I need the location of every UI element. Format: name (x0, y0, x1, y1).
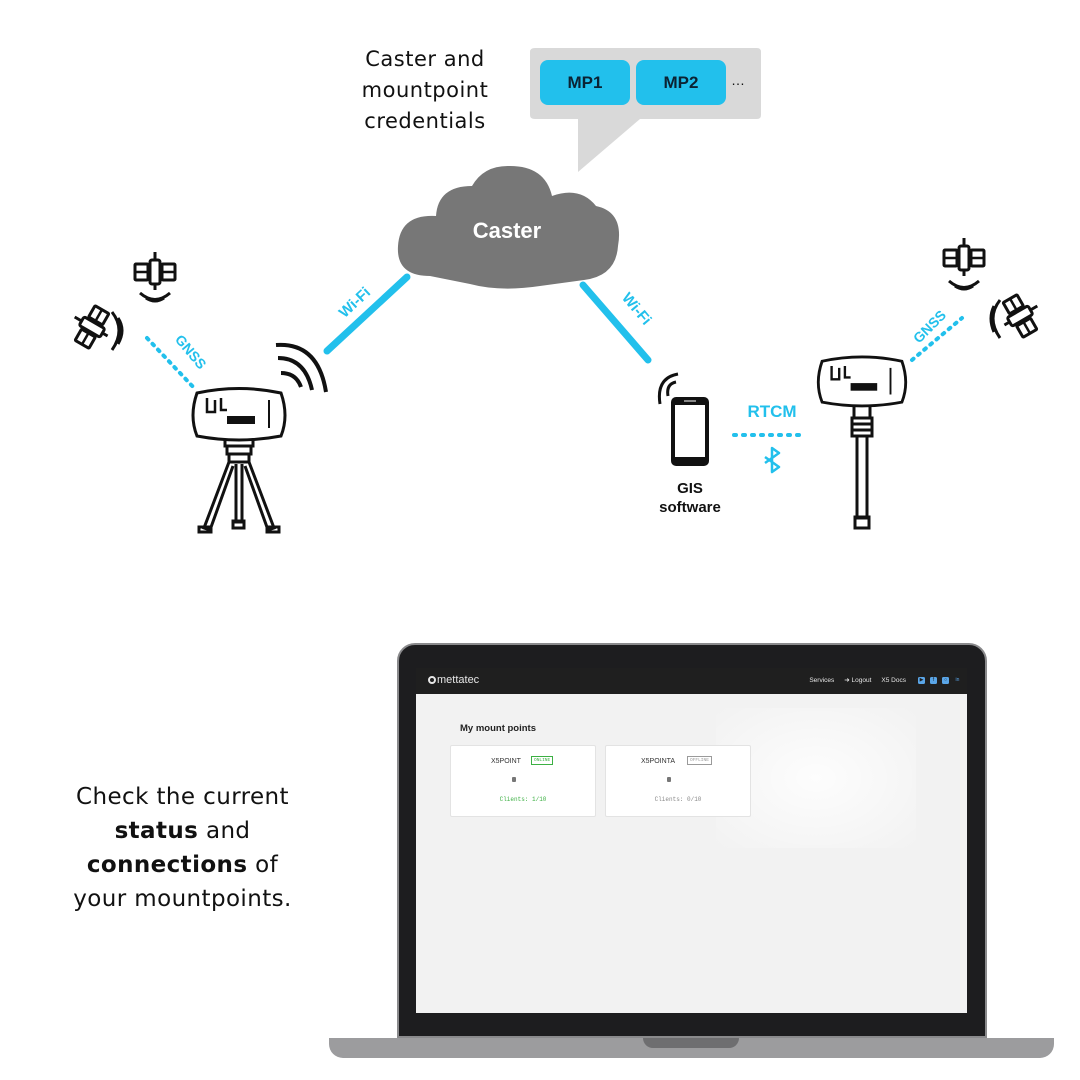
instagram-icon[interactable]: ○ (942, 676, 949, 684)
mountpoint-name: X5POINT (491, 758, 521, 765)
caster-label: Caster (473, 218, 542, 243)
caster-credentials-caption: Caster and mountpoint credentials (340, 44, 510, 137)
status-word: status (114, 818, 199, 844)
lock-icon (667, 777, 671, 782)
wifi-link-right (579, 281, 652, 364)
caption-line: Caster and (365, 47, 485, 71)
gnss-receiver-icon (191, 387, 287, 442)
mountpoint-pill-mp2: MP2 (636, 60, 726, 105)
satellite-signal-icon (948, 279, 980, 291)
nav-services[interactable]: Services (809, 676, 835, 684)
logout-icon: ➜ (844, 677, 850, 684)
app-header: mettatec Services ➜ Logout X5 Docs ▶ f ○… (416, 668, 967, 694)
survey-pole-icon (850, 405, 874, 530)
facebook-icon[interactable]: f (930, 676, 937, 684)
laptop-screen: mettatec Services ➜ Logout X5 Docs ▶ f ○… (416, 668, 967, 1013)
caption-line: connections of (40, 848, 325, 882)
nav-x5-docs[interactable]: X5 Docs (881, 676, 906, 684)
nav-logout[interactable]: ➜ Logout (844, 676, 871, 684)
top-nav: Services ➜ Logout X5 Docs ▶ f ○ in (809, 676, 961, 684)
laptop-notch (643, 1038, 739, 1048)
and-word: and (205, 818, 251, 844)
mettatec-logo[interactable]: mettatec (428, 674, 479, 686)
cloud-icon (397, 165, 620, 289)
gnss-receiver-icon (816, 355, 908, 408)
youtube-icon[interactable]: ▶ (918, 676, 925, 684)
mountpoint-card[interactable]: X5POINTA OFFLINE Clients: 0/10 (605, 745, 751, 817)
status-badge: ONLINE (531, 756, 554, 765)
rtcm-label: RTCM (747, 402, 796, 421)
satellite-icon (63, 298, 120, 355)
wifi-signal-icon (657, 372, 679, 405)
mountpoint-name: X5POINTA (641, 758, 676, 765)
clients-count: Clients: 0/10 (654, 796, 702, 803)
phone-label-line2: software (659, 499, 721, 516)
network-diagram: Caster Wi-Fi Wi-Fi GNSS GIS softw (63, 48, 1049, 534)
nav-logout-label: Logout (851, 677, 872, 684)
social-links: ▶ f ○ in (918, 676, 961, 684)
satellite-icon (942, 236, 986, 278)
more-mountpoints-ellipsis: … (731, 72, 745, 88)
satellite-signal-icon (110, 311, 124, 351)
gnss-label-left: GNSS (172, 331, 210, 372)
bluetooth-icon (764, 446, 781, 474)
of-word: of (255, 852, 279, 878)
caption-line: Check the current (76, 784, 289, 810)
caption-line: mountpoint (361, 78, 489, 102)
caption-line: your mountpoints. (73, 886, 292, 912)
mountpoint-card[interactable]: X5POINT ONLINE Clients: 1/10 (450, 745, 596, 817)
status-badge: OFFLINE (687, 756, 712, 765)
mountpoint-pill-mp1: MP1 (540, 60, 630, 105)
caption-line: status and (40, 814, 325, 848)
gnss-label-right: GNSS (910, 307, 949, 346)
clients-count: Clients: 1/10 (499, 796, 547, 803)
mountpoint-status-caption: Check the current status and connections… (40, 780, 325, 916)
connections-word: connections (86, 852, 248, 878)
tripod-icon (197, 440, 281, 534)
linkedin-icon[interactable]: in (955, 676, 960, 683)
lock-icon (512, 777, 516, 782)
wifi-label-right: Wi-Fi (618, 290, 655, 329)
wifi-signal-icon (275, 342, 328, 393)
caption-line: credentials (364, 109, 486, 133)
page-title: My mount points (460, 723, 536, 734)
phone-label-line1: GIS (677, 480, 703, 497)
satellite-icon (133, 250, 177, 292)
logo-icon (428, 676, 436, 684)
satellite-icon (992, 287, 1049, 344)
smartphone-icon (671, 397, 709, 466)
satellite-signal-icon (139, 291, 171, 303)
satellite-signal-icon (989, 299, 1002, 339)
logo-text: mettatec (437, 674, 480, 686)
laptop-base (329, 1038, 1054, 1058)
wifi-link-left (323, 273, 411, 355)
